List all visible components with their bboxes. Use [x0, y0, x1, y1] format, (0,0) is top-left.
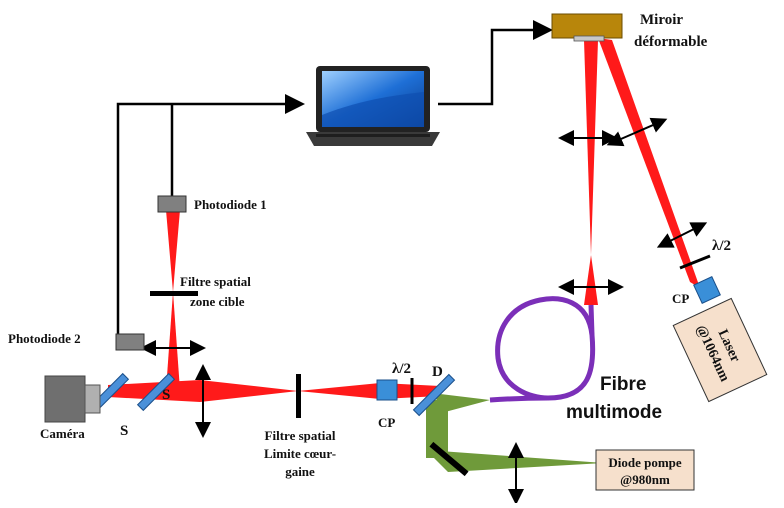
- pump-label-line1: Diode pompe: [608, 455, 682, 470]
- dichroic-mirror: [412, 373, 456, 417]
- multimode-fibre: [489, 296, 596, 403]
- polarizer-laser-label: CP: [672, 291, 689, 306]
- splitter-1-label: S: [120, 423, 128, 439]
- filter-cladding-label-line2: Limite cœur-: [264, 446, 336, 461]
- fibre-label-line2: multimode: [566, 402, 662, 423]
- photodiode-1: [157, 195, 187, 213]
- photodiode-2: [115, 333, 145, 351]
- mirror-label-line1: Miroir: [640, 12, 683, 28]
- camera-label: Caméra: [40, 426, 85, 441]
- splitter-2-label: S: [162, 387, 170, 403]
- filter-target-label-line2: zone cible: [190, 294, 245, 309]
- filter-cladding-label-line3: gaine: [285, 464, 315, 479]
- mirror-label-line2: déformable: [634, 34, 708, 50]
- photodiode-icon: [115, 195, 187, 351]
- polarizer-main-label: CP: [378, 415, 395, 430]
- half-wave-plate-laser: [679, 254, 711, 270]
- filter-cladding-label-line1: Filtre spatial: [265, 428, 336, 443]
- lenses: [140, 117, 708, 505]
- pump-fold-mirror: [429, 441, 469, 477]
- labels: Miroir déformable Photodiode 1 Photodiod…: [8, 12, 731, 479]
- filter-target-label-line1: Filtre spatial: [180, 274, 251, 289]
- lens-upper-right: [606, 117, 668, 147]
- polarizer-cubes: [376, 276, 721, 401]
- deformable-mirror: [551, 13, 623, 42]
- polarizer-cube-laser: [693, 276, 721, 304]
- half-wave-main-label: λ/2: [392, 361, 411, 377]
- fibre-label-line1: Fibre: [600, 374, 646, 395]
- camera-icon: [44, 375, 101, 423]
- lens-laser: [656, 222, 708, 248]
- half-wave-plates: [410, 254, 711, 404]
- polarizer-cube-main: [376, 379, 398, 401]
- signal-wires: [116, 20, 553, 335]
- laser-source: Laser @1064nm: [672, 297, 768, 403]
- half-wave-laser-label: λ/2: [712, 238, 731, 254]
- photodiode2-label: Photodiode 2: [8, 331, 81, 346]
- pump-diode: Diode pompe @980nm: [595, 449, 695, 491]
- spatial-filters: [150, 291, 301, 418]
- dichroic-label: D: [432, 364, 443, 380]
- filter-target-zone: [150, 291, 198, 296]
- pump-label-line2: @980nm: [620, 472, 670, 487]
- splitter-2: [136, 372, 176, 412]
- laptop-icon: [306, 66, 440, 146]
- photodiode1-label: Photodiode 1: [194, 197, 267, 212]
- filter-core-cladding: [296, 374, 301, 418]
